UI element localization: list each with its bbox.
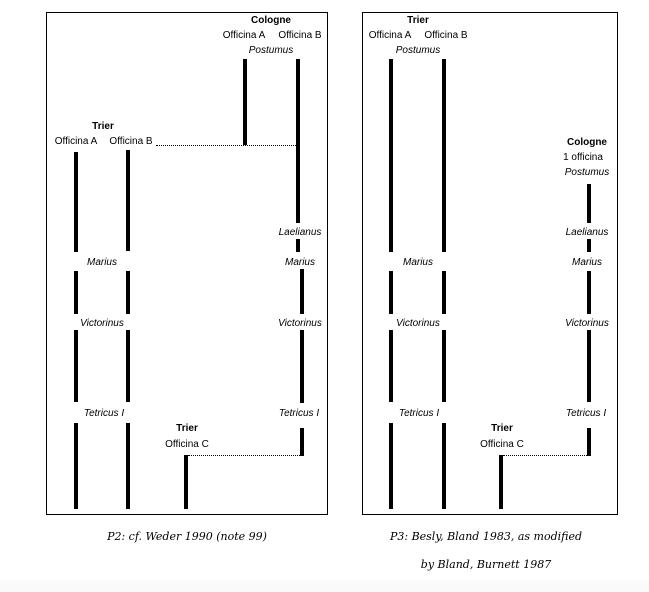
p3-marius-right-label: Marius [571,257,603,268]
p3-cologne-postumus-bar [587,184,591,223]
p3-cologne-victorinus-bar [587,330,591,402]
p2-trier-a-postumus-bar [74,152,78,252]
p2-tetricus-left-label: Tetricus I [83,408,125,419]
p3-trier-a-tetricus-bar [389,423,393,509]
p2-trier-officina-b: Officina B [109,136,153,147]
p3-marius-left-label: Marius [402,257,434,268]
p2-cologne-b-postumus-bar [296,59,300,223]
p3-cologne-tetricus-bar [587,428,591,456]
p2-right-marius-bar [300,269,304,314]
p3-laelianus-bar [587,239,591,252]
p2-officina-c-connector [188,455,300,456]
p2-trier-b-marius-bar [126,271,130,314]
p2-caption: P2: cf. Weder 1990 (note 99) [107,530,267,543]
p3-postumus-cologne-label: Postumus [564,167,610,178]
p2-trier-b-postumus-bar [126,150,130,251]
p3-trier-a-marius-bar [389,271,393,314]
p2-marius-right-label: Marius [284,257,316,268]
p2-cologne-officina-a: Officina A [222,30,266,41]
diagram-panel-p3 [362,12,618,515]
p2-right-victorinus-bar [300,330,304,403]
p3-victorinus-right-label: Victorinus [565,318,609,329]
p2-marius-left-label: Marius [86,257,118,268]
page-bottom-band [0,580,649,592]
p2-trier-a-victorinus-bar [74,330,78,402]
p2-victorinus-right-label: Victorinus [278,318,322,329]
p2-trier-officina-a: Officina A [54,136,98,147]
p3-trier-b-postumus-bar [442,59,446,252]
p3-trier-a-postumus-bar [389,59,393,252]
p2-trier-b-victorinus-bar [126,330,130,402]
p3-officina-c-connector [503,455,587,456]
p3-caption-line1: P3: Besly, Bland 1983, as modified [389,530,583,543]
p2-trier-c-title: Trier [176,423,198,434]
p3-trier-b-tetricus-bar [442,423,446,509]
p3-trier-a-victorinus-bar [389,330,393,402]
p3-trier-b-marius-bar [442,271,446,314]
p3-laelianus-label: Laelianus [565,227,609,238]
p3-tetricus-right-label: Tetricus I [565,408,607,419]
p2-trier-officina-c: Officina C [165,439,209,450]
p2-trier-title: Trier [92,121,114,132]
p2-cologne-officina-b: Officina B [278,30,322,41]
p3-cologne-title: Cologne [567,137,607,148]
p3-tetricus-left-label: Tetricus I [398,408,440,419]
p3-trier-b-victorinus-bar [442,330,446,402]
p2-trier-b-tetricus-bar [126,423,130,509]
p3-caption-line2: by Bland, Burnett 1987 [420,558,552,571]
p3-postumus-trier-label: Postumus [395,45,441,56]
p3-victorinus-left-label: Victorinus [396,318,440,329]
p2-right-tetricus-bar [300,428,304,456]
p2-trier-a-tetricus-bar [74,423,78,509]
p3-cologne-officina: 1 officina [563,152,603,163]
p2-officina-b-connector [156,145,296,146]
p2-laelianus-bar [296,239,300,252]
p3-trier-title: Trier [407,15,429,26]
p3-trier-officina-c: Officina C [480,439,524,450]
p2-tetricus-right-label: Tetricus I [278,408,320,419]
p3-trier-officina-b: Officina B [424,30,468,41]
p2-trier-a-marius-bar [74,271,78,314]
p2-laelianus-label: Laelianus [278,227,322,238]
p2-cologne-title: Cologne [251,15,291,26]
p2-cologne-a-bar [243,59,247,145]
p3-trier-officina-a: Officina A [368,30,412,41]
p3-cologne-marius-bar [587,271,591,314]
diagram-panel-p2 [46,12,328,515]
p2-postumus-label: Postumus [248,45,294,56]
p3-trier-c-title: Trier [491,423,513,434]
p2-trier-c-bar [184,455,188,509]
p3-trier-c-bar [499,455,503,509]
p2-victorinus-left-label: Victorinus [80,318,124,329]
